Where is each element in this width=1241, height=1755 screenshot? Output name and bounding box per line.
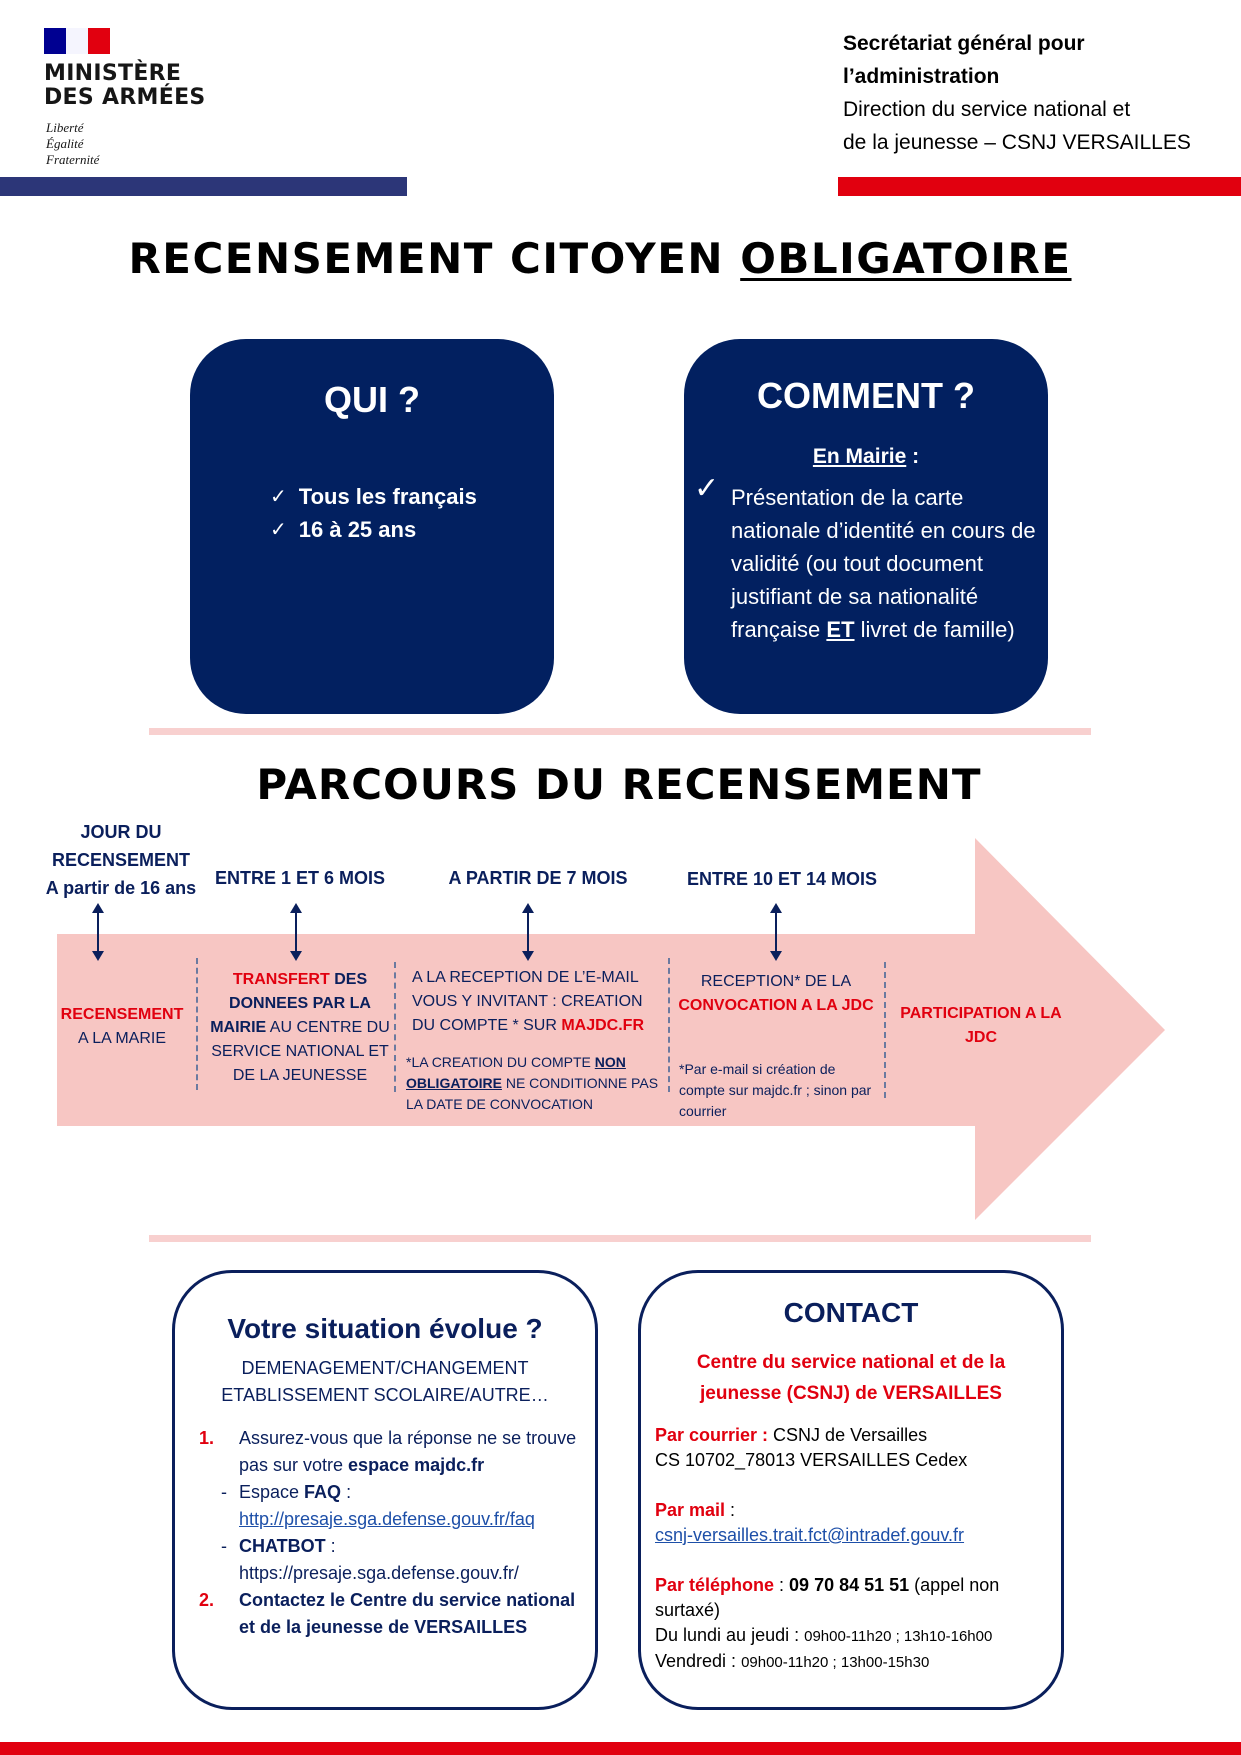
check-icon: ✓ — [270, 484, 287, 508]
list-item: ✓16 à 25 ans — [270, 513, 477, 546]
list-item: 2. Contactez le Centre du service nation… — [199, 1590, 576, 1637]
chatbot-url: https://presaje.sga.defense.gouv.fr/ — [239, 1563, 519, 1583]
step-separator — [394, 962, 396, 1092]
list-item: 1. Assurez-vous que la réponse ne se tro… — [199, 1428, 577, 1475]
step3-label: A PARTIR DE 7 MOIS — [448, 868, 628, 888]
motto-fraternite: Fraternité — [46, 152, 100, 167]
list-item: - CHATBOT :https://presaje.sga.defense.g… — [221, 1536, 519, 1583]
motto-liberte: Liberté — [46, 120, 84, 135]
situation-title: Votre situation évolue ? — [227, 1313, 543, 1344]
parcours-title: PARCOURS DU RECENSEMENT — [256, 760, 982, 809]
step-separator — [884, 962, 886, 1098]
contact-center: Centre du service national et de la jeun… — [696, 1352, 1006, 1404]
phone-number: 09 70 84 51 51 — [789, 1575, 910, 1595]
divider-line — [149, 728, 1091, 735]
title-part2: OBLIGATOIRE — [740, 234, 1072, 283]
step4-note: *Par e-mail si création de compte sur ma… — [679, 1061, 872, 1119]
check-icon: ✓ — [694, 471, 720, 506]
situation-list: 1. Assurez-vous que la réponse ne se tro… — [199, 1425, 589, 1641]
divider-line — [149, 1235, 1091, 1242]
step3-content: A LA RECEPTION DE L’E-MAIL VOUS Y INVITA… — [412, 969, 645, 1034]
en-mairie-label: En Mairie : — [812, 445, 920, 468]
faq-link[interactable]: http://presaje.sga.defense.gouv.fr/faq — [239, 1509, 535, 1529]
organization-block: Secrétariat général pour l’administratio… — [843, 27, 1191, 159]
step-separator — [196, 958, 198, 1090]
situation-box: Votre situation évolue ? DEMENAGEMENT/CH… — [172, 1270, 598, 1710]
ministry-line1: MINISTÈRE — [44, 61, 182, 86]
timeline-arrow — [57, 838, 1165, 1220]
step5-content: PARTICIPATION A LA JDC — [900, 1005, 1062, 1046]
qui-box: QUI ? ✓Tous les français ✓16 à 25 ans — [190, 339, 554, 714]
footer-bar — [0, 1742, 1241, 1755]
qui-list: ✓Tous les français ✓16 à 25 ans — [270, 480, 477, 546]
double-arrow-icon — [290, 903, 302, 961]
header-bar-right — [838, 177, 1241, 196]
title-part1: RECENSEMENT CITOYEN — [128, 234, 741, 283]
step2-label: ENTRE 1 ET 6 MOIS — [214, 868, 386, 888]
step1-content: RECENSEMENT A LA MARIE — [60, 1006, 184, 1047]
contact-details: Par courrier : CSNJ de Versailles CS 107… — [655, 1425, 1000, 1671]
list-item: - Espace FAQ :http://presaje.sga.defense… — [221, 1482, 535, 1529]
contact-title: CONTACT — [783, 1297, 919, 1328]
qui-heading: QUI ? — [324, 379, 420, 420]
step-separator — [668, 958, 670, 1092]
ministry-name: MINISTÈRE DES ARMÉES — [44, 62, 206, 110]
step4-label: ENTRE 10 ET 14 MOIS — [686, 869, 878, 889]
situation-subtitle: DEMENAGEMENT/CHANGEMENT ETABLISSEMENT SC… — [221, 1358, 549, 1405]
comment-box: COMMENT ? En Mairie : ✓ Présentation de … — [684, 339, 1048, 714]
double-arrow-icon — [92, 903, 104, 961]
step2-content: TRANSFERT DES DONNEES PAR LA MAIRIE AU C… — [210, 971, 390, 1084]
list-item: ✓Tous les français — [270, 480, 477, 513]
check-icon: ✓ — [270, 517, 287, 541]
marianne-flag-logo — [44, 28, 110, 54]
org-line1: Secrétariat général pour — [843, 32, 1085, 55]
double-arrow-icon — [770, 903, 782, 961]
step3-note: *LA CREATION DU COMPTE NON OBLIGATOIRE N… — [406, 1054, 659, 1112]
comment-heading: COMMENT ? — [757, 375, 975, 416]
email-link[interactable]: csnj-versailles.trait.fct@intradef.gouv.… — [655, 1525, 965, 1545]
contact-box: CONTACT Centre du service national et de… — [638, 1270, 1064, 1710]
motto-egalite: Égalité — [46, 136, 84, 151]
comment-text: Présentation de la carte nationale d’ide… — [731, 485, 1036, 642]
ministry-line2: DES ARMÉES — [44, 85, 206, 110]
page-title: RECENSEMENT CITOYEN OBLIGATOIRE — [0, 234, 1200, 283]
republic-motto: Liberté Égalité Fraternité — [46, 120, 99, 168]
org-line2: l’administration — [843, 65, 1000, 88]
step4-content: RECEPTION* DE LA CONVOCATION A LA JDC — [678, 973, 874, 1014]
step1-label: JOUR DU RECENSEMENT A partir de 16 ans — [45, 822, 197, 898]
header-bar-left — [0, 177, 407, 196]
double-arrow-icon — [522, 903, 534, 961]
org-line3: Direction du service national et — [843, 98, 1131, 121]
org-line4: de la jeunesse – CSNJ VERSAILLES — [843, 131, 1191, 154]
